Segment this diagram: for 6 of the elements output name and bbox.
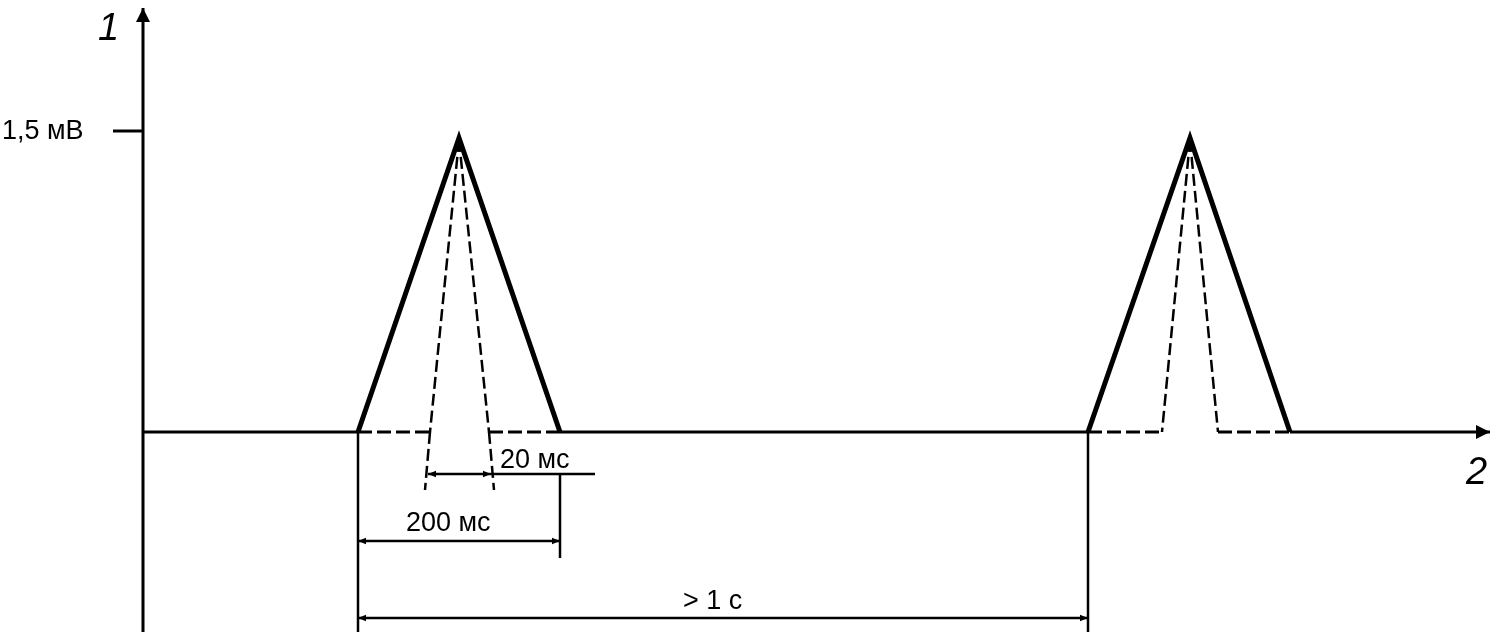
dimension-label: > 1 с [683,587,743,614]
axis-label: 2 [1466,452,1488,490]
axis-label: 1 [98,8,120,46]
axis-value: 1,5 мВ [2,117,84,144]
dimension-label: 200 мс [406,509,491,536]
dimension-label: 20 мс [500,446,570,473]
